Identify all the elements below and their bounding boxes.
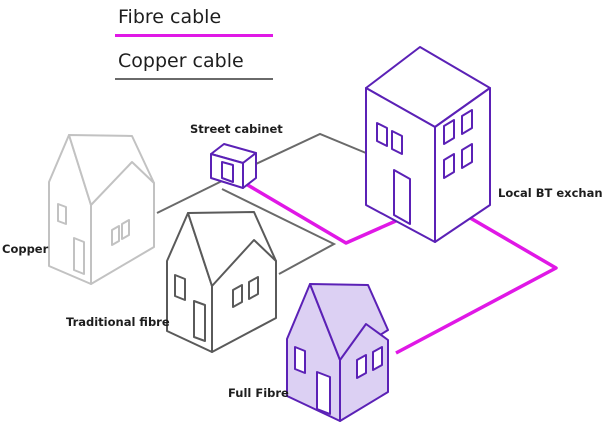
legend-fibre-line: [115, 34, 273, 37]
copper-cable-cabinet-to-copper-house: [156, 179, 225, 214]
copper-cables: [156, 132, 367, 275]
fibre-cables: [245, 182, 558, 355]
fibre-cable-exchange-to-cabinet: [245, 182, 399, 245]
street-cabinet-label: Street cabinet: [190, 122, 283, 136]
exchange-label: Local BT exchange: [498, 186, 602, 200]
street-cabinet: [210, 143, 257, 189]
legend-copper-line: [115, 78, 273, 80]
copper-house: [48, 134, 155, 285]
full-fibre-label: Full Fibre: [228, 386, 289, 400]
copper-cable-exchange-to-cabinet: [240, 132, 367, 172]
full-fibre-house: [286, 283, 389, 422]
local-bt-exchange: [365, 46, 491, 243]
fibre-cable-exchange-to-full-fibre-house: [395, 210, 558, 355]
legend-copper-label: Copper cable: [118, 50, 244, 72]
copper-cable-cabinet-to-traditional-house: [221, 188, 337, 275]
traditional-fibre-label: Traditional fibre: [66, 315, 170, 329]
legend-fibre-label: Fibre cable: [118, 6, 222, 28]
copper-label: Copper: [2, 242, 49, 256]
traditional-fibre-house: [166, 211, 277, 353]
